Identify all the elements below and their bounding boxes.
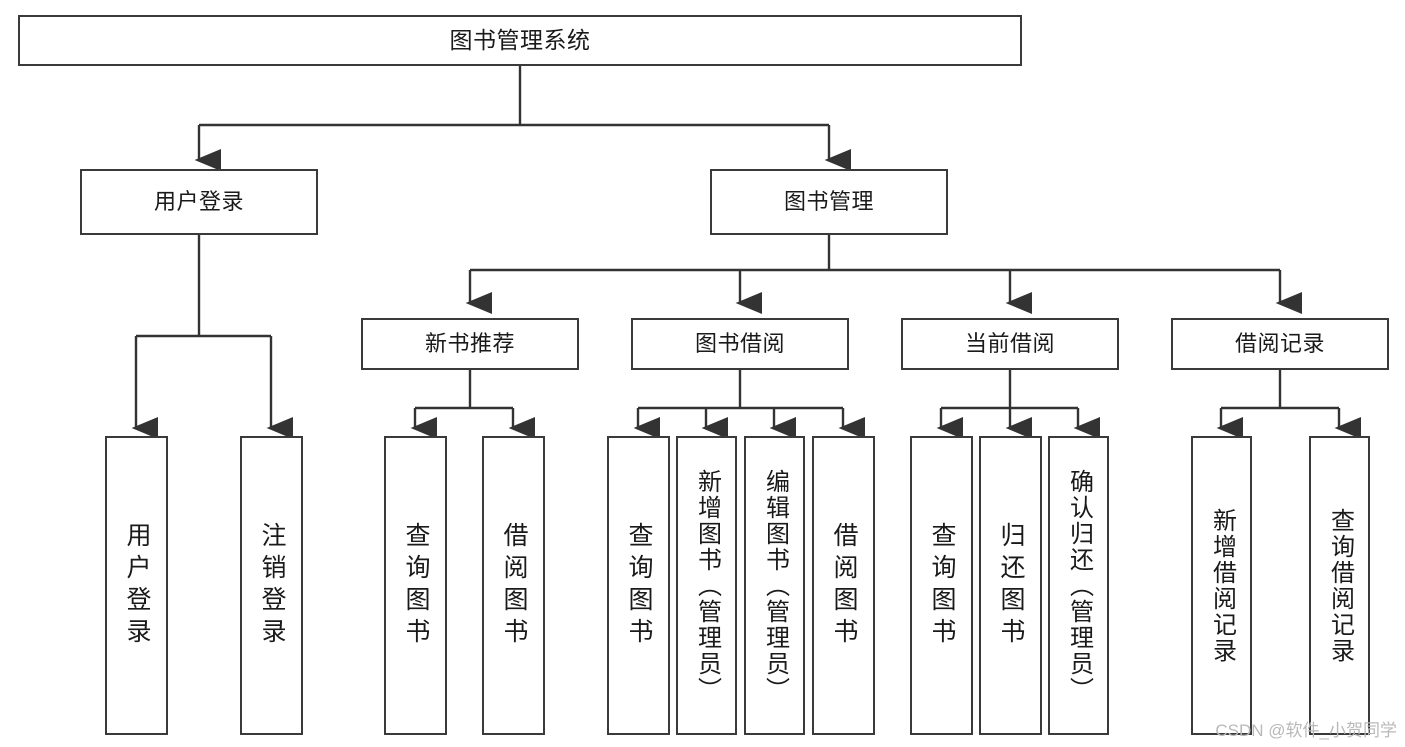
leaf-logout-label: 注销登录 [258, 521, 286, 650]
leaf-query-record-label: 查询借阅记录 [1326, 507, 1354, 664]
leaf-query-book-3[interactable]: 查询图书 [910, 436, 973, 735]
node-user-login[interactable]: 用户登录 [80, 169, 318, 235]
leaf-return-book-label: 归还图书 [997, 521, 1025, 650]
node-new-book-rec[interactable]: 新书推荐 [361, 318, 579, 370]
node-current-borrow-label: 当前借阅 [964, 331, 1055, 357]
leaf-query-record[interactable]: 查询借阅记录 [1309, 436, 1370, 735]
leaf-add-book-label: 新增图书（管理员） [693, 468, 721, 703]
leaf-add-record-label: 新增借阅记录 [1208, 507, 1236, 664]
leaf-borrow-book-2[interactable]: 借阅图书 [812, 436, 875, 735]
leaf-add-book[interactable]: 新增图书（管理员） [676, 436, 737, 735]
leaf-add-record[interactable]: 新增借阅记录 [1191, 436, 1252, 735]
leaf-query-book-2[interactable]: 查询图书 [607, 436, 670, 735]
leaf-return-book[interactable]: 归还图书 [979, 436, 1042, 735]
node-current-borrow[interactable]: 当前借阅 [901, 318, 1119, 370]
node-user-login-label: 用户登录 [153, 189, 244, 215]
node-borrow-record[interactable]: 借阅记录 [1171, 318, 1389, 370]
node-book-manage-label: 图书管理 [783, 189, 874, 215]
leaf-query-book-3-label: 查询图书 [928, 521, 956, 650]
node-root-label: 图书管理系统 [449, 26, 591, 53]
leaf-edit-book[interactable]: 编辑图书（管理员） [744, 436, 805, 735]
leaf-borrow-book-2-label: 借阅图书 [830, 521, 858, 650]
leaf-user-login[interactable]: 用户登录 [105, 436, 168, 735]
leaf-borrow-book-1[interactable]: 借阅图书 [482, 436, 545, 735]
leaf-logout[interactable]: 注销登录 [240, 436, 303, 735]
leaf-query-book-2-label: 查询图书 [625, 521, 653, 650]
node-new-book-rec-label: 新书推荐 [424, 331, 515, 357]
node-book-borrow[interactable]: 图书借阅 [631, 318, 849, 370]
leaf-borrow-book-1-label: 借阅图书 [500, 521, 528, 650]
leaf-user-login-label: 用户登录 [123, 521, 151, 650]
node-root[interactable]: 图书管理系统 [18, 15, 1022, 66]
node-borrow-record-label: 借阅记录 [1234, 331, 1325, 357]
node-book-borrow-label: 图书借阅 [694, 331, 785, 357]
leaf-confirm-return-label: 确认归还（管理员） [1065, 468, 1093, 703]
leaf-query-book-1[interactable]: 查询图书 [384, 436, 447, 735]
csdn-watermark: CSDN @软件_小贺同学 [1215, 721, 1397, 740]
node-book-manage[interactable]: 图书管理 [710, 169, 948, 235]
leaf-query-book-1-label: 查询图书 [402, 521, 430, 650]
leaf-edit-book-label: 编辑图书（管理员） [761, 468, 789, 703]
leaf-confirm-return[interactable]: 确认归还（管理员） [1048, 436, 1109, 735]
